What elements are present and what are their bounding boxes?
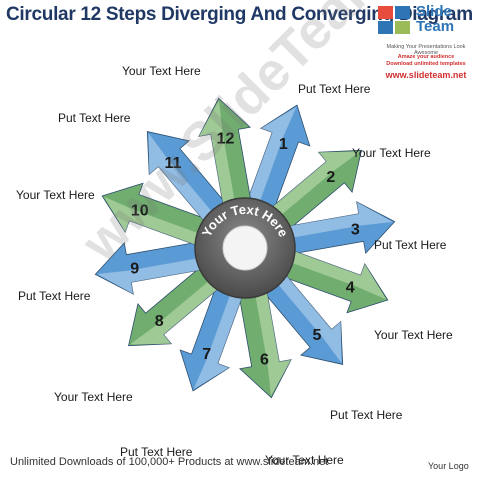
step-2-number: 2 [326, 169, 335, 186]
step-9-arrow [94, 240, 209, 295]
step-4-label: Your Text Here [374, 328, 453, 342]
step-7-label: Put Text Here [120, 445, 193, 459]
step-12-label: Your Text Here [122, 64, 201, 78]
step-1-label: Put Text Here [298, 82, 371, 96]
step-1-arrow-highlight [245, 107, 297, 210]
logo-mark-icon [378, 6, 410, 34]
step-11-arrow-highlight [148, 133, 218, 227]
step-12-arrow-highlight [198, 100, 237, 212]
step-3-arrow-highlight [281, 201, 393, 240]
step-8-label: Your Text Here [54, 390, 133, 404]
step-9-number: 9 [130, 260, 139, 277]
step-8-arrow-highlight [130, 275, 224, 345]
step-7-number: 7 [202, 346, 211, 363]
step-5-arrow-highlight [272, 269, 342, 363]
step-3-label: Put Text Here [374, 238, 447, 252]
step-4-arrow-highlight [283, 248, 386, 300]
step-6-arrow-highlight [253, 284, 292, 396]
step-5-label: Put Text Here [330, 408, 403, 422]
arrow-group [94, 97, 396, 399]
step-2-label: Your Text Here [352, 146, 431, 160]
step-6-number: 6 [260, 351, 269, 368]
logo-url-link[interactable]: www.slideteam.net [385, 70, 467, 80]
step-9-label: Put Text Here [18, 289, 91, 303]
step-2-arrow-highlight [266, 151, 360, 221]
slideteam-logo: Slide Team Making Your Presentations Loo… [376, 4, 476, 82]
step-3-number: 3 [351, 222, 360, 239]
center-hole [222, 225, 268, 271]
step-10-number: 10 [131, 203, 149, 220]
step-12-arrow [198, 97, 253, 212]
step-9-arrow-highlight [97, 256, 209, 295]
step-11-label: Put Text Here [58, 111, 131, 125]
step-7-arrow-highlight [193, 286, 245, 389]
step-5-number: 5 [313, 327, 322, 344]
step-10-label: Your Text Here [16, 188, 95, 202]
page-title: Circular 12 Steps Diverging And Convergi… [6, 4, 473, 25]
footer-logo-placeholder: Your Logo [428, 461, 469, 471]
step-1-number: 1 [279, 136, 288, 153]
logo-subline: Amaze your audience Download unlimited t… [376, 54, 476, 68]
step-10-arrow-highlight [104, 196, 207, 248]
footer-text: Unlimited Downloads of 100,000+ Products… [10, 456, 329, 468]
step-12-number: 12 [217, 131, 235, 148]
step-8-number: 8 [155, 313, 164, 330]
logo-subline-1: Amaze your audience [397, 54, 455, 60]
logo-subline-2: Download unlimited templates [386, 61, 466, 67]
step-4-number: 4 [346, 279, 355, 296]
step-6-label: Your Text Here [265, 453, 344, 467]
logo-wordmark: Slide Team [416, 3, 455, 35]
step-11-number: 11 [165, 155, 182, 172]
logo-tagline: Making Your Presentations Look Awesome [386, 44, 466, 56]
